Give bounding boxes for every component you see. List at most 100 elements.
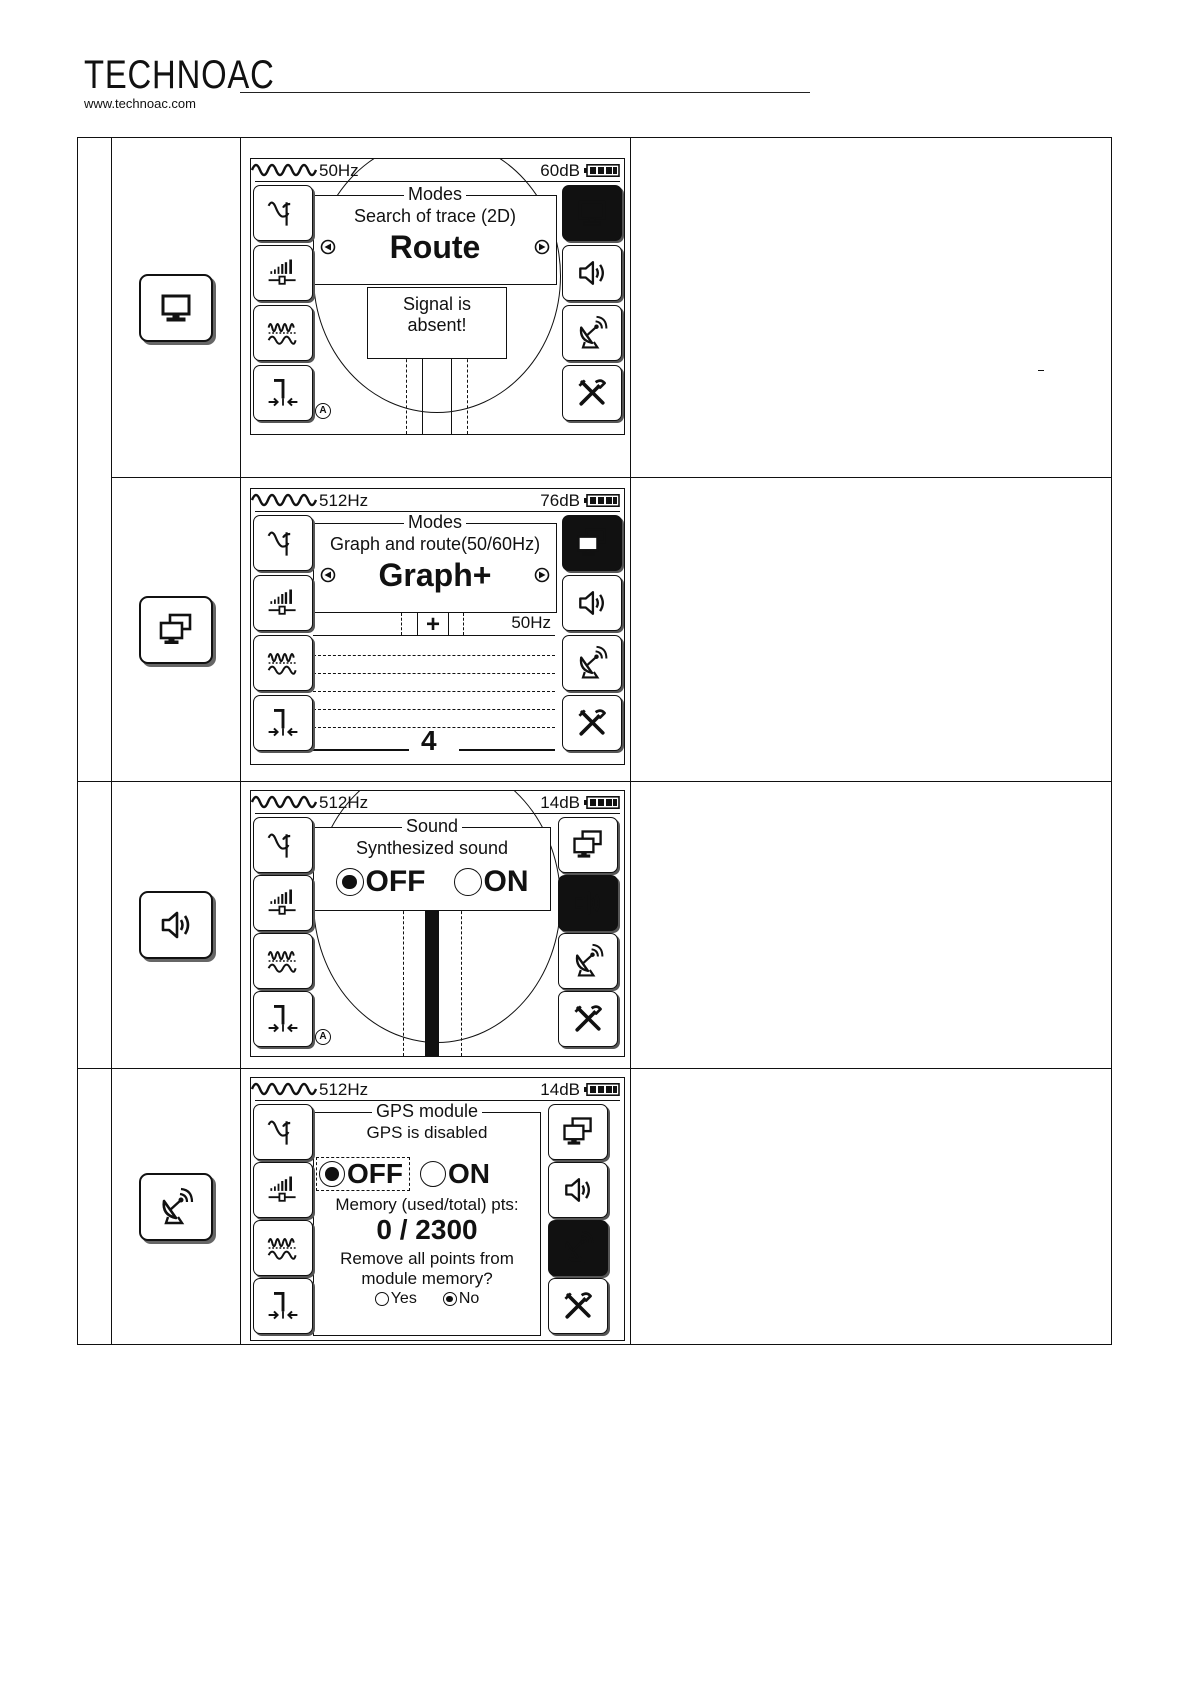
gps-button[interactable] [558, 933, 618, 989]
filter-icon [264, 315, 302, 351]
speaker-button[interactable] [139, 891, 213, 959]
description-cell [630, 137, 1112, 478]
modes-button[interactable] [562, 185, 622, 241]
description-cell [630, 1068, 1112, 1345]
probe-button[interactable] [253, 365, 313, 421]
modes-button[interactable] [562, 515, 622, 571]
table-row: 50Hz 60dB Signal is absent! Modes Search… [77, 137, 1112, 782]
settings-button[interactable] [548, 1278, 608, 1334]
monitor-icon [573, 195, 611, 231]
signal-wave-icon [251, 160, 317, 180]
probe-button[interactable] [253, 991, 313, 1047]
satellite-dish-icon [156, 1187, 196, 1227]
tools-icon [569, 1001, 607, 1037]
signal-button[interactable] [253, 1104, 313, 1160]
description-cell [630, 781, 1112, 1069]
gain-button[interactable] [253, 875, 313, 931]
modes-button[interactable] [558, 817, 618, 873]
manual-table: 50Hz 60dB Signal is absent! Modes Search… [77, 137, 1112, 1345]
satellite-dish-icon [573, 645, 611, 681]
route-dash-left [406, 349, 407, 434]
device-screen-gps: 512Hz 14dB GPS module GPS is disabled OF… [250, 1077, 625, 1341]
prev-mode-button[interactable] [318, 565, 338, 585]
status-bar: 50Hz 60dB [251, 159, 624, 183]
graph-frequency: 50Hz [511, 613, 551, 632]
tools-icon [559, 1288, 597, 1324]
signal-button[interactable] [253, 515, 313, 571]
table-row: 512Hz 14dB Sound Synthesized sound OFF O… [77, 781, 1112, 1069]
signal-button[interactable] [253, 817, 313, 873]
probe-button[interactable] [253, 1278, 313, 1334]
icon-cell [111, 137, 241, 478]
gps-off-radio[interactable]: OFF [316, 1157, 410, 1191]
gain-button[interactable] [253, 575, 313, 631]
settings-button[interactable] [562, 695, 622, 751]
frequency-readout: 512Hz [319, 1080, 369, 1099]
sound-off-radio[interactable]: OFF [335, 865, 426, 899]
sound-button[interactable] [548, 1162, 608, 1218]
no-label: No [458, 1290, 480, 1307]
filter-button[interactable] [253, 305, 313, 361]
on-label: ON [483, 865, 529, 898]
remove-no-radio[interactable]: No [442, 1289, 480, 1309]
header-rule [240, 92, 810, 93]
route-circle [313, 159, 561, 413]
screen-cell: 512Hz 76dB + 50Hz [240, 477, 631, 782]
gain-readout: 14dB [540, 793, 580, 812]
remove-question-line-1: Remove all points from [340, 1249, 514, 1268]
modes-button[interactable] [548, 1104, 608, 1160]
prev-mode-button[interactable] [318, 237, 338, 257]
filter-button[interactable] [253, 635, 313, 691]
signal-button[interactable] [253, 185, 313, 241]
monitor-button[interactable] [139, 273, 213, 342]
graph-trace-left [313, 749, 409, 751]
signal-wave-icon [251, 792, 317, 812]
dual-monitor-icon [569, 827, 607, 863]
route-line-right [451, 349, 452, 434]
sound-button[interactable] [562, 575, 622, 631]
settings-button[interactable] [558, 991, 618, 1047]
speaker-icon [573, 585, 611, 621]
gps-button[interactable] [548, 1220, 608, 1276]
filter-button[interactable] [253, 1220, 313, 1276]
section-number-cell [77, 781, 112, 1069]
sound-on-radio[interactable]: ON [453, 865, 529, 899]
icon-cell [111, 781, 241, 1069]
remove-question-line-2: module memory? [361, 1269, 493, 1288]
arrow-right-icon [532, 565, 552, 585]
settings-button[interactable] [562, 365, 622, 421]
battery-icon [584, 494, 620, 507]
next-mode-button[interactable] [532, 565, 552, 585]
message-line-2: absent! [407, 315, 467, 335]
filter-button[interactable] [253, 933, 313, 989]
probe-icon [264, 1001, 302, 1037]
gps-button[interactable] [562, 305, 622, 361]
route-dash-right [467, 349, 468, 434]
off-label: OFF [365, 865, 426, 898]
screen-cell: 512Hz 14dB Sound Synthesized sound OFF O… [240, 781, 631, 1069]
dialog-title: Modes [403, 184, 467, 204]
gain-readout: 14dB [540, 1080, 580, 1099]
signal-icon [264, 195, 302, 231]
gain-button[interactable] [253, 1162, 313, 1218]
sound-button[interactable] [558, 875, 618, 931]
sound-button[interactable] [562, 245, 622, 301]
memory-label: Memory (used/total) pts: [335, 1195, 519, 1214]
gain-button[interactable] [253, 245, 313, 301]
auto-badge: A [315, 1029, 331, 1045]
gps-on-radio[interactable]: ON [420, 1157, 490, 1191]
screen-cell: 512Hz 14dB GPS module GPS is disabled OF… [240, 1068, 631, 1345]
signal-icon [264, 1114, 302, 1150]
probe-icon [264, 375, 302, 411]
frequency-readout: 512Hz [319, 491, 369, 510]
satellite-dish-button[interactable] [139, 1172, 213, 1241]
route-dash-right [461, 901, 462, 1056]
remove-yes-radio[interactable]: Yes [374, 1289, 417, 1309]
route-line-left [422, 349, 423, 434]
tools-icon [573, 375, 611, 411]
dual-monitor-button[interactable] [139, 595, 213, 664]
probe-button[interactable] [253, 695, 313, 751]
next-mode-button[interactable] [532, 237, 552, 257]
modes-dialog: Modes Search of trace (2D) Route [313, 184, 557, 285]
gps-button[interactable] [562, 635, 622, 691]
